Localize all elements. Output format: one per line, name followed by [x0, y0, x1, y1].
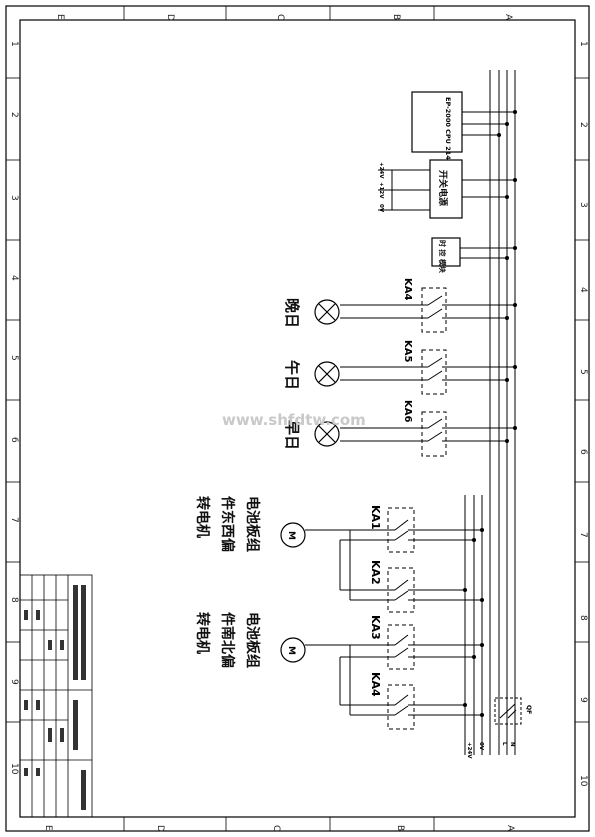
motor-symbol: M: [286, 646, 296, 655]
switching-power-supply: [378, 159, 517, 219]
side-grid-ticks: [6, 77, 589, 723]
motor-label-line: 件东西偏: [219, 496, 236, 552]
motor-buses: [464, 495, 483, 755]
lamp-circuit-ka6: [314, 411, 517, 457]
timer-module: [431, 237, 517, 267]
row-number-left: 8: [9, 597, 19, 603]
row-number-right: 1: [578, 41, 588, 47]
row-number-left: 2: [9, 112, 19, 118]
relay-label: KA2: [369, 560, 382, 585]
row-number-left: 5: [9, 355, 19, 361]
psu-output-label: +24V: [378, 162, 384, 179]
col-letter-bottom: C: [271, 825, 281, 831]
top-grid-ticks: [123, 6, 435, 831]
row-number-right: 5: [578, 369, 588, 375]
row-number-left: 4: [9, 275, 19, 281]
bus-label: N: [509, 742, 515, 747]
watermark: www.shfdtw.com: [222, 411, 366, 429]
row-number-right: 8: [578, 615, 588, 621]
bus-label: +24V: [466, 742, 472, 759]
row-number-right: 2: [578, 122, 588, 128]
lamp-label: 早日: [283, 420, 301, 450]
lamp-label: 晚日: [283, 298, 301, 328]
title-block: [19, 574, 93, 818]
plc-module: [411, 91, 517, 153]
timer-label: 时 控 模块: [438, 240, 447, 274]
col-letter-top: A: [503, 14, 513, 21]
bottom-column-letters: E D C B A: [43, 825, 515, 832]
psu-output-label: 0V: [378, 204, 384, 213]
col-letter-bottom: B: [395, 825, 405, 831]
relay-label: KA5: [402, 340, 413, 362]
row-number-left: 3: [9, 195, 19, 201]
row-number-left: 9: [9, 679, 19, 685]
relay-label: KA1: [369, 505, 382, 530]
motor-label-line: 转电机: [194, 496, 211, 538]
row-number-left: 7: [9, 517, 19, 523]
col-letter-top: E: [55, 14, 65, 20]
left-row-numbers: 1 2 3 4 5 6 7 8 9 10: [9, 41, 19, 775]
motor-icon: [280, 637, 306, 663]
motor-symbol: M: [286, 531, 296, 540]
lamp-label: 午日: [283, 360, 301, 390]
psu-output-label: +12V: [378, 182, 384, 199]
motor-circuit-east-west: [280, 507, 484, 613]
row-number-left: 1: [9, 41, 19, 47]
motor-label-line: 电池板组: [244, 612, 261, 668]
main-switch: [494, 697, 522, 725]
relay-label: KA4: [369, 672, 382, 697]
row-number-right: 10: [578, 775, 588, 787]
bus-label: 0V: [478, 742, 484, 751]
bus-label: L: [501, 742, 507, 746]
col-letter-bottom: E: [43, 825, 53, 831]
outer-border: [5, 5, 590, 832]
motor-circuit-north-south: [280, 624, 484, 730]
col-letter-top: C: [275, 14, 285, 20]
relay-label: KA3: [369, 615, 382, 640]
lamp-circuit-ka5: [314, 349, 517, 395]
col-letter-bottom: D: [155, 825, 165, 832]
motor-label-line: 转电机: [194, 612, 211, 654]
relay-label: KA6: [402, 400, 413, 422]
inner-border: [19, 19, 576, 818]
relay-label: KA4: [402, 278, 413, 300]
row-number-right: 4: [578, 287, 588, 293]
row-number-left: 6: [9, 437, 19, 443]
row-number-left: 10: [9, 763, 19, 775]
psu-label: 开关电源: [437, 170, 449, 206]
top-column-letters: E D C B A: [55, 14, 513, 21]
plc-label: EP-2000 CPU 214 AC/DC/RLY: [444, 97, 452, 200]
row-number-right: 9: [578, 697, 588, 703]
title-block-text: [24, 585, 86, 810]
col-letter-top: B: [391, 14, 401, 20]
power-buses: [489, 70, 516, 755]
row-number-right: 7: [578, 532, 588, 538]
motor-label-line: 电池板组: [244, 496, 261, 552]
main-switch-label: QF: [525, 705, 532, 714]
row-number-right: 6: [578, 449, 588, 455]
row-number-right: 3: [578, 202, 588, 208]
col-letter-bottom: A: [505, 825, 515, 832]
motor-icon: [280, 522, 306, 548]
right-row-numbers: 1 2 3 4 5 6 7 8 9 10: [578, 41, 588, 787]
motor-label-line: 件南北偏: [219, 612, 236, 668]
lamp-circuit-ka4: [314, 287, 517, 333]
col-letter-top: D: [165, 14, 175, 21]
